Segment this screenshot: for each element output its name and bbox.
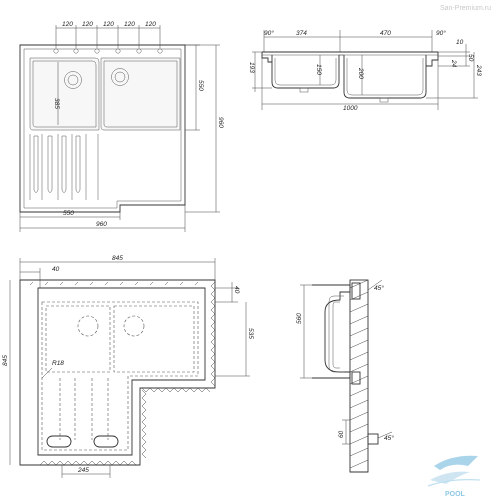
side-angle-bottom-label: 45° [384,434,394,442]
rim-depth-label: 10 [456,39,464,46]
right-angle-label: 90° [436,29,446,37]
hole-spacing-5: 120 [145,21,156,28]
radius-label: R18 [52,360,64,367]
plan-view [19,25,220,232]
front-section [252,30,478,110]
hole-spacing-2: 120 [82,21,93,28]
hole-spacing-4: 120 [124,21,135,28]
left-height-label: 193 [248,62,255,73]
right-height-label: 243 [475,64,482,76]
bowl-depth-label: 385 [53,98,60,109]
cabinet-total-width-label: 845 [112,255,123,262]
edge-24-label: 24 [450,59,457,68]
side-angle-top-label: 45° [374,284,384,292]
logo-text: POOL [445,491,466,498]
hole-spacing-1: 120 [62,21,73,28]
flange-label: 50 [467,54,474,62]
hole-spacing-3: 120 [103,21,114,28]
side-height-label: 550 [197,80,204,91]
bottom-width-label: 550 [63,210,74,217]
left-bowl-width-label: 374 [296,30,307,37]
right-bowl-width-label: 470 [380,30,391,37]
total-width-label: 960 [96,221,107,228]
side-section-labels: 560 45° 60 45° [296,284,394,442]
right-bowl-depth-label: 200 [357,67,364,79]
cabinet-view-labels: 845 40 40 535 845 R18 245 [2,255,254,474]
plan-view-labels: 120 120 120 120 120 385 550 960 550 960 [53,21,224,228]
left-angle-label: 90° [264,29,274,37]
cabinet-total-height-label: 845 [2,355,9,366]
cabinet-view [9,258,250,478]
total-length-label: 1000 [343,105,358,112]
cabinet-right-depth-label: 535 [247,328,254,339]
side-height-label: 560 [296,313,303,324]
left-bowl-depth-label: 150 [315,64,322,75]
side-depth-bottom-label: 60 [338,430,345,438]
total-height-label: 960 [217,117,224,128]
front-section-labels: 90° 374 470 90° 10 50 193 150 200 24 243… [248,29,482,112]
brand-logo: POOL [427,455,481,498]
cabinet-right-offset-label: 40 [233,286,240,294]
drain-width-label: 245 [77,467,89,474]
side-section [300,279,393,473]
watermark-text: San-Premium.ru [440,5,491,12]
cabinet-offset-label: 40 [52,266,60,273]
